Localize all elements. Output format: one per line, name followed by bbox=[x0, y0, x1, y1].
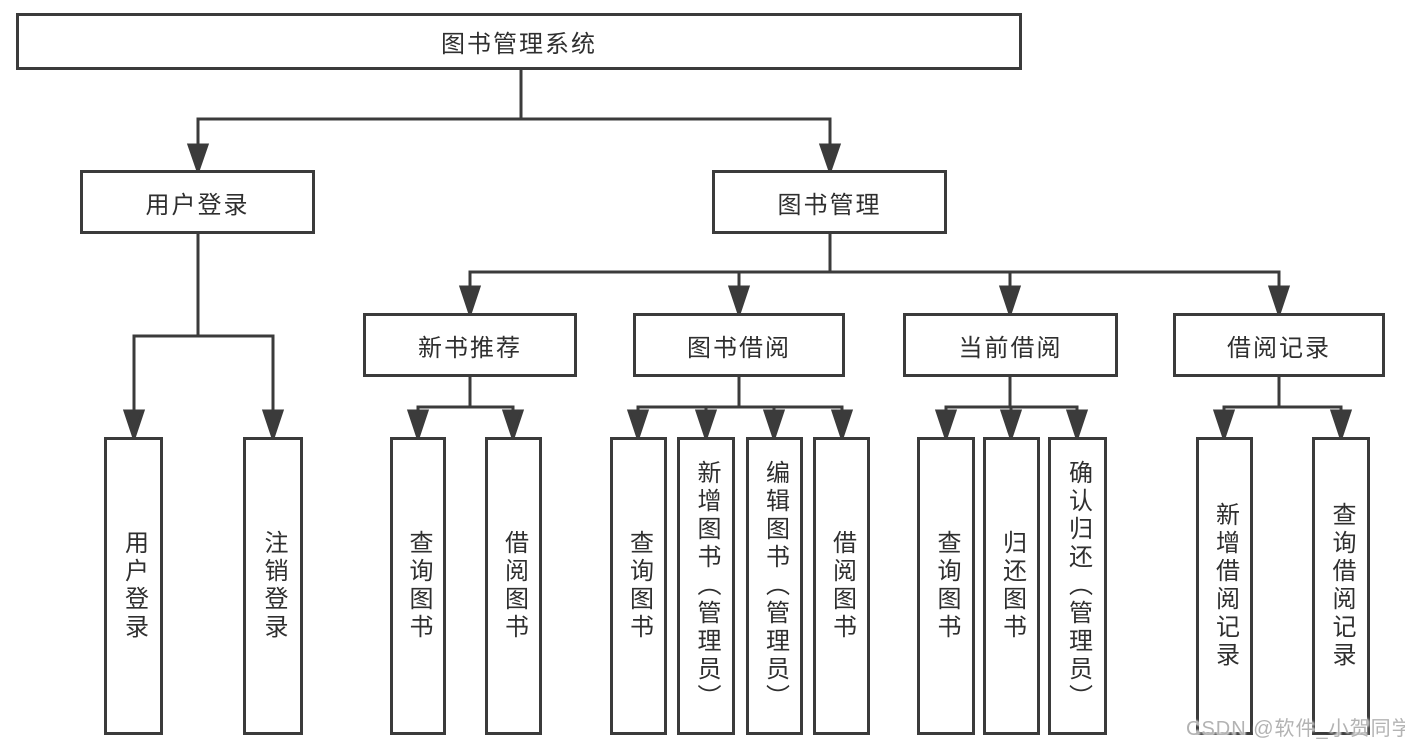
node-leaf-cb-query-label: 查询图书 bbox=[933, 530, 960, 642]
connector-book-borrow-to-leaves bbox=[626, 374, 854, 443]
node-leaf-br-query: 查询借阅记录 bbox=[1312, 437, 1370, 735]
node-leaf-bb-query: 查询图书 bbox=[610, 437, 667, 735]
node-new-book: 新书推荐 bbox=[363, 313, 577, 377]
node-leaf-br-add-label: 新增借阅记录 bbox=[1211, 502, 1239, 670]
node-book-borrow: 图书借阅 bbox=[633, 313, 845, 377]
node-leaf-nb-query: 查询图书 bbox=[390, 437, 446, 735]
node-leaf-bb-edit-label: 编辑图书（管理员） bbox=[761, 460, 789, 712]
node-leaf-br-add: 新增借阅记录 bbox=[1196, 437, 1253, 735]
connector-borrow-record-to-leaves bbox=[1212, 374, 1353, 443]
node-leaf-cb-confirm: 确认归还（管理员） bbox=[1048, 437, 1107, 735]
node-current-borrow: 当前借阅 bbox=[903, 313, 1118, 377]
connector-user-login-to-leaves bbox=[122, 231, 285, 443]
node-leaf-bb-edit: 编辑图书（管理员） bbox=[746, 437, 803, 735]
node-book-mgmt: 图书管理 bbox=[712, 170, 947, 234]
node-borrow-record-label: 借阅记录 bbox=[1227, 334, 1331, 362]
node-user-login-label: 用户登录 bbox=[145, 191, 250, 219]
connector-new-book-to-leaves bbox=[406, 374, 525, 443]
node-leaf-br-query-label: 查询借阅记录 bbox=[1328, 502, 1355, 670]
node-book-mgmt-label: 图书管理 bbox=[777, 191, 882, 219]
node-leaf-bb-borrow-label: 借阅图书 bbox=[828, 530, 856, 642]
node-leaf-cb-return: 归还图书 bbox=[983, 437, 1040, 735]
node-leaf-nb-borrow: 借阅图书 bbox=[485, 437, 542, 735]
node-leaf-cb-query: 查询图书 bbox=[917, 437, 975, 735]
csdn-watermark: CSDN @软件_小贺同学 bbox=[1186, 718, 1405, 740]
node-book-borrow-label: 图书借阅 bbox=[687, 334, 791, 362]
connector-root-to-level2 bbox=[186, 65, 842, 176]
node-root: 图书管理系统 bbox=[16, 13, 1022, 70]
connector-current-borrow-to-leaves bbox=[934, 374, 1089, 443]
connector-book-mgmt-to-level3 bbox=[458, 230, 1291, 319]
node-new-book-label: 新书推荐 bbox=[418, 334, 522, 362]
node-user-login: 用户登录 bbox=[80, 170, 315, 234]
node-leaf-logout: 注销登录 bbox=[243, 437, 303, 735]
node-leaf-bb-borrow: 借阅图书 bbox=[813, 437, 870, 735]
node-leaf-user-login-label: 用户登录 bbox=[120, 530, 148, 642]
node-leaf-bb-add-label: 新增图书（管理员） bbox=[693, 460, 720, 712]
node-leaf-nb-query-label: 查询图书 bbox=[405, 530, 432, 642]
node-leaf-nb-borrow-label: 借阅图书 bbox=[500, 530, 528, 642]
node-root-label: 图书管理系统 bbox=[441, 31, 597, 58]
node-leaf-cb-confirm-label: 确认归还（管理员） bbox=[1064, 460, 1092, 712]
node-borrow-record: 借阅记录 bbox=[1173, 313, 1385, 377]
node-current-borrow-label: 当前借阅 bbox=[958, 334, 1063, 362]
node-leaf-user-login: 用户登录 bbox=[104, 437, 163, 735]
node-leaf-bb-query-label: 查询图书 bbox=[625, 530, 653, 642]
node-leaf-logout-label: 注销登录 bbox=[260, 530, 287, 642]
node-leaf-bb-add: 新增图书（管理员） bbox=[677, 437, 735, 735]
node-leaf-cb-return-label: 归还图书 bbox=[998, 530, 1026, 642]
